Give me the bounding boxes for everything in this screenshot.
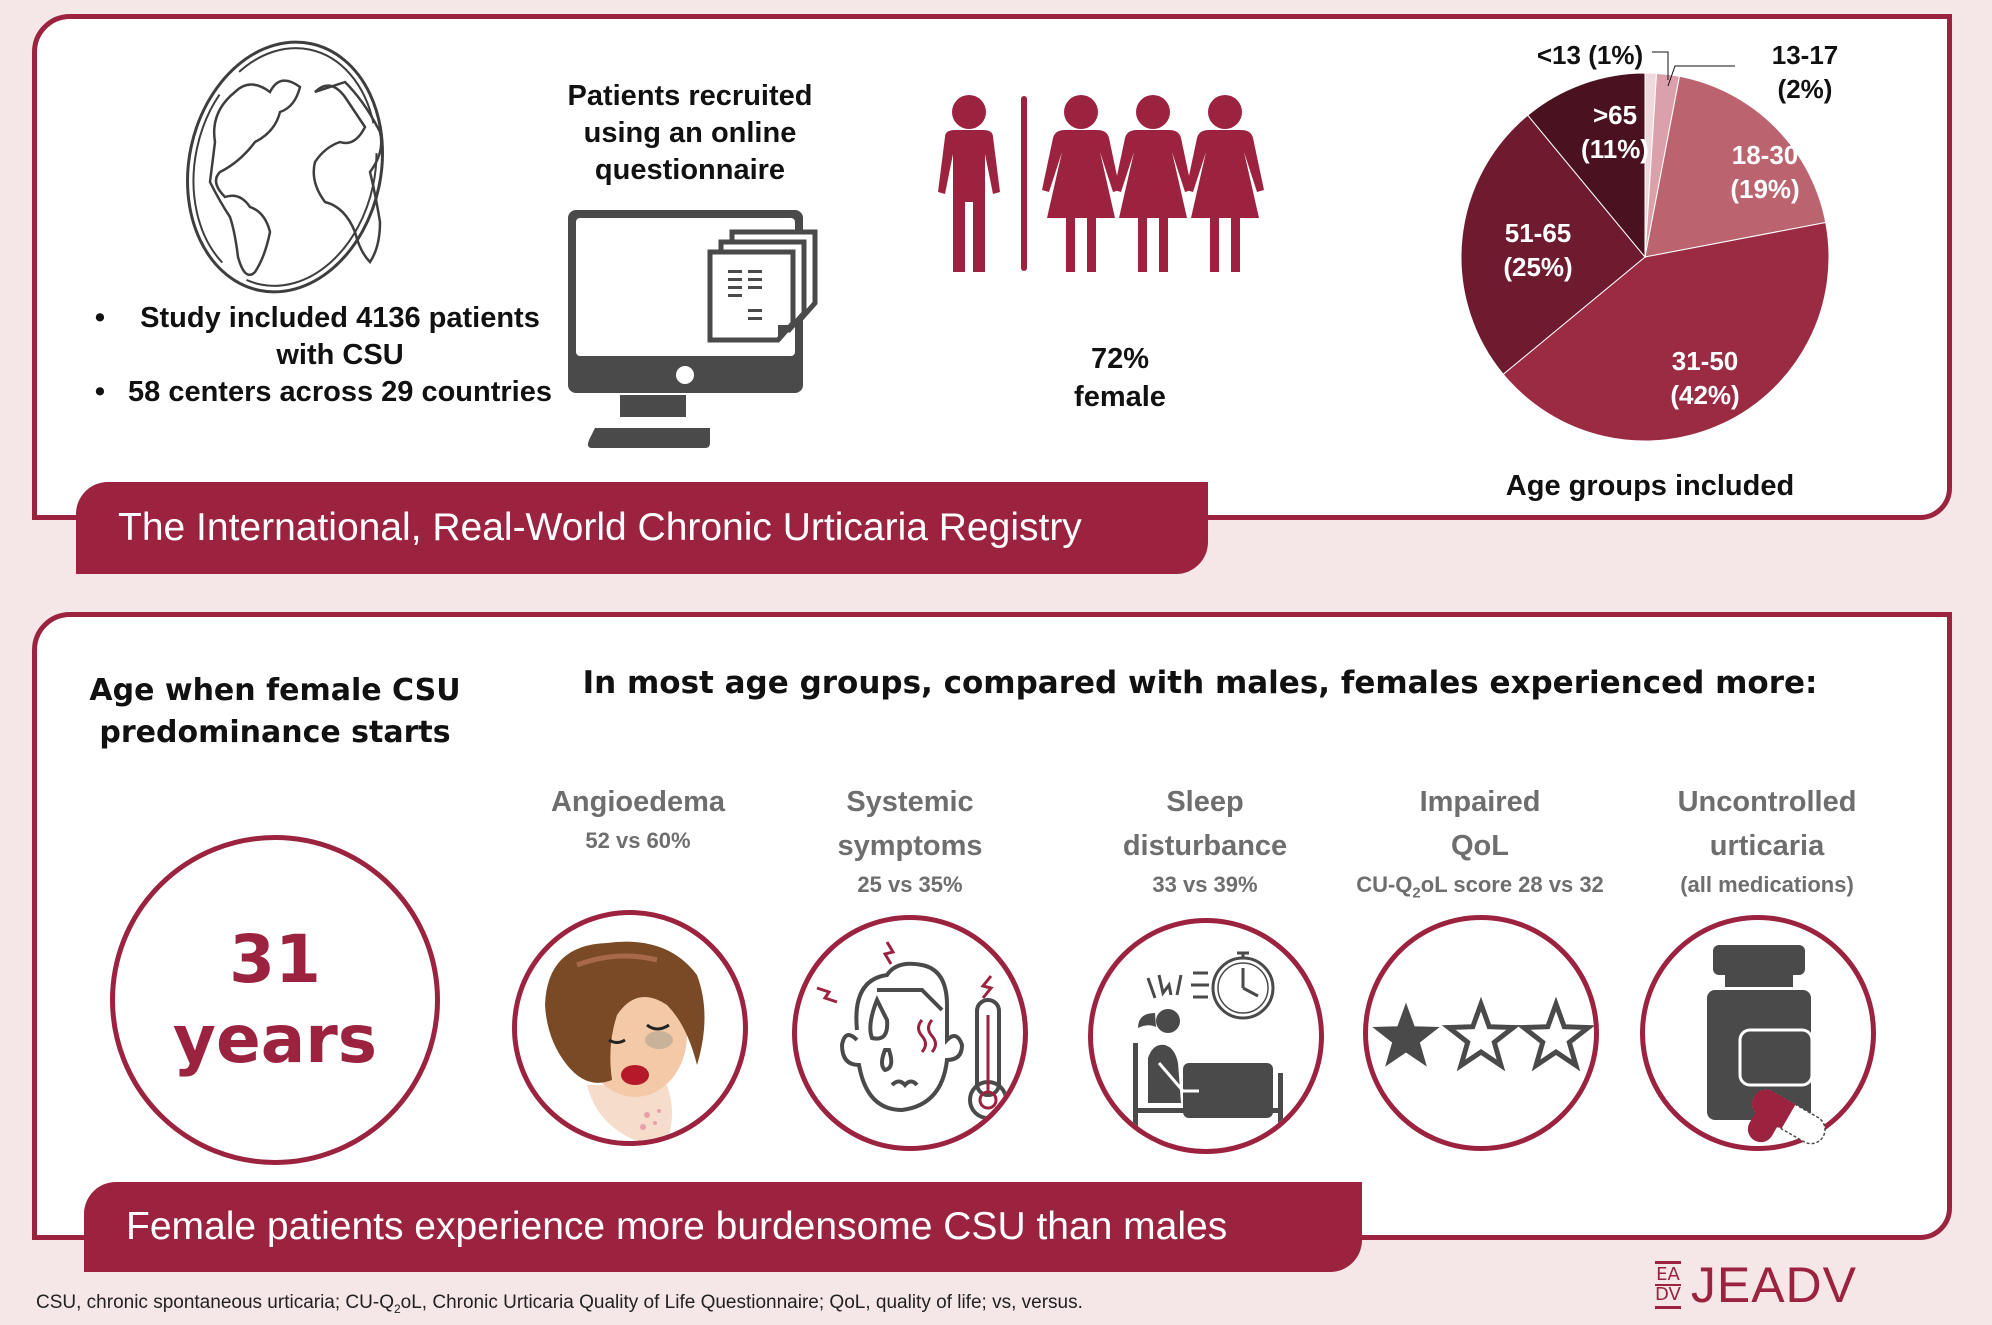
pie-label-18to30: 18-30 (19%) [1730, 140, 1800, 204]
star-filled-icon [1372, 1002, 1440, 1067]
pie-slice-18-30 [1644, 75, 1827, 258]
list-item: •Study included 4136 patients with CSU [94, 302, 540, 371]
findings-banner: Female patients experience more burdenso… [84, 1182, 1362, 1272]
sleepless-bed-clock-icon [1088, 918, 1324, 1154]
category-angioedema: Angioedema 52 vs 60% [550, 786, 726, 853]
gender-ratio-icon [938, 95, 1264, 272]
pie-caption: Age groups included [1505, 470, 1795, 502]
study-summary-list: •Study included 4136 patients with CSU •… [80, 300, 560, 411]
pill-bottle-icon [1640, 915, 1876, 1151]
star-outline-icon [1516, 996, 1594, 1072]
female-icon [1186, 95, 1264, 272]
globe-icon [186, 40, 384, 294]
comparison-heading: In most age groups, compared with males,… [582, 665, 1818, 701]
pie-label-13to17: 13-17 (2%) [1745, 38, 1865, 106]
pie-slice--65 [1527, 72, 1646, 259]
pie-slice-51-65 [1460, 114, 1646, 375]
category-sleep-disturbance: Sleep disturbance 33 vs 39% [1122, 786, 1288, 897]
pie-label-13to17-value: (2%) [1777, 74, 1833, 104]
age-onset-circle: 31 years [110, 835, 440, 1165]
leader-line-under13 [1652, 51, 1669, 80]
pie-label-31to50: 31-50 (42%) [1670, 346, 1740, 410]
pie-label-13to17-category: 13-17 [1771, 40, 1839, 70]
female-label: female [1074, 381, 1166, 413]
eadv-mark-icon: EA DV [1655, 1261, 1681, 1309]
category-uncontrolled-urticaria: Uncontrolled urticaria (all medications) [1677, 786, 1857, 897]
pie-slice-31-50 [1502, 221, 1830, 442]
registry-banner-title: The International, Real-World Chronic Ur… [118, 506, 1082, 549]
female-percentage: 72% female [1020, 340, 1220, 416]
leader-line-13to17 [1667, 65, 1735, 87]
abbreviations-footnote: CSU, chronic spontaneous urticaria; CU-Q… [36, 1292, 1083, 1316]
findings-banner-title: Female patients experience more burdenso… [126, 1205, 1228, 1248]
computer-questionnaire-icon [568, 210, 818, 448]
pie-label-51to65: 51-65 (25%) [1503, 218, 1573, 282]
male-icon [938, 95, 1000, 272]
list-item: •58 centers across 29 countries [94, 376, 552, 408]
qol-stat: CU-Q2oL score 28 vs 32 [1356, 872, 1604, 902]
female-icon [1042, 95, 1120, 272]
angioedema-icon [512, 910, 748, 1146]
jeadv-logo: EA DV JEADV [1655, 1256, 1857, 1314]
category-impaired-qol: Impaired QoL CU-Q2oL score 28 vs 32 [1330, 780, 1630, 910]
pie-label-over65: >65 (11%) [1581, 100, 1649, 164]
feverish-face-thermometer-icon [792, 915, 1028, 1151]
age-value: 31 [229, 921, 321, 998]
jeadv-logo-text: JEADV [1690, 1257, 1858, 1313]
pie-label-under13: <13 (1%) [1536, 40, 1644, 70]
female-icon [1114, 95, 1192, 272]
recruitment-text: Patients recruited using an online quest… [567, 80, 813, 186]
star-outline-icon [1441, 996, 1521, 1072]
star-rating-icon [1363, 915, 1599, 1151]
category-systemic-symptoms: Systemic symptoms 25 vs 35% [837, 786, 983, 897]
age-heading: Age when female CSU predominance starts [89, 673, 461, 750]
age-unit: years [172, 1001, 378, 1078]
female-percent-value: 72% [1090, 343, 1150, 375]
registry-banner: The International, Real-World Chronic Ur… [76, 482, 1208, 574]
age-groups-pie-chart [1460, 51, 1830, 442]
